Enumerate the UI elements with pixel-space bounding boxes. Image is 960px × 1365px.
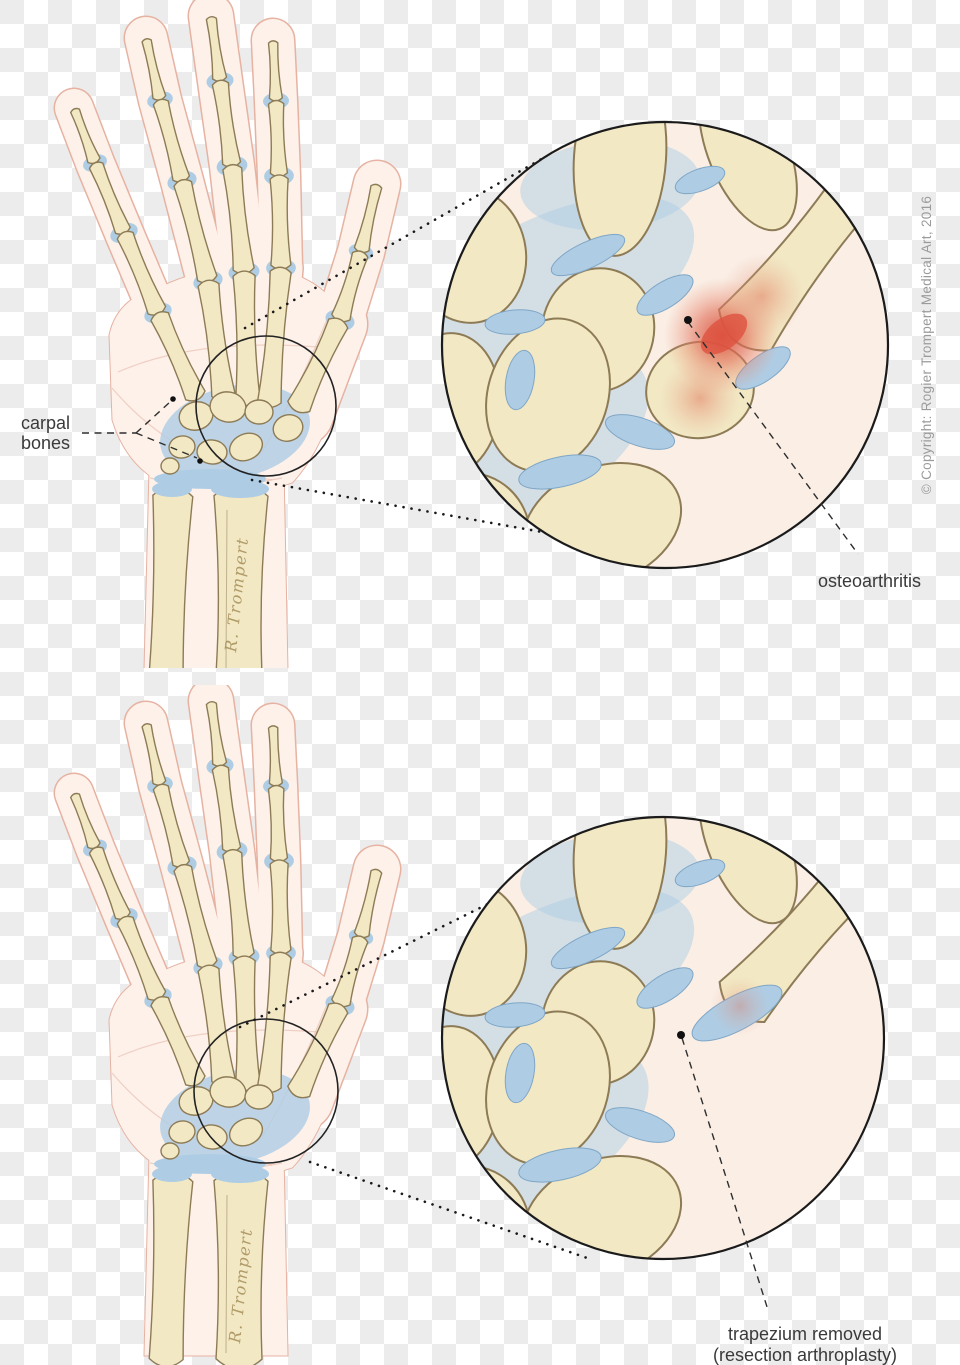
- zoom-source-circle-bottom: [193, 1018, 339, 1164]
- osteoarthritis-dash-leader: [687, 321, 859, 555]
- carpal-bones-label-line2: bones: [21, 433, 70, 453]
- carpal-label-dash-upper: [135, 401, 171, 434]
- trapezium-dash-leader: [681, 1037, 769, 1311]
- osteoarthritis-label: osteoarthritis: [818, 571, 921, 591]
- leader-dotted-top-lower: [250, 478, 544, 534]
- osteoarthritis-marker-dot: [684, 316, 692, 324]
- skeletal-hand-bottom: [53, 685, 402, 1365]
- magnifier-circle-top: [440, 120, 890, 570]
- skeletal-hand-top: [53, 0, 402, 668]
- copyright-text: © Copyright: Rogier Trompert Medical Art…: [919, 196, 934, 494]
- trapezium-removed-label-line1: trapezium removed: [728, 1324, 882, 1344]
- carpal-marker-dot-upper: [170, 396, 176, 402]
- leader-dotted-bottom-lower: [308, 1160, 592, 1261]
- magnifier-top-outline: [440, 120, 890, 570]
- magnifier-circle-bottom: [440, 815, 886, 1261]
- trapezium-removed-label-line2: (resection arthroplasty): [713, 1345, 897, 1365]
- magnifier-bottom-outline: [440, 815, 886, 1261]
- carpal-label-dash-lower: [135, 432, 198, 459]
- zoom-source-circle-top: [195, 335, 337, 477]
- leader-dotted-bottom-upper: [238, 896, 502, 1029]
- carpal-bones-label-line1: carpal: [21, 413, 70, 433]
- leader-dotted-top-upper: [243, 155, 547, 330]
- carpal-marker-dot-lower: [197, 458, 203, 464]
- trapezium-marker-dot: [677, 1031, 685, 1039]
